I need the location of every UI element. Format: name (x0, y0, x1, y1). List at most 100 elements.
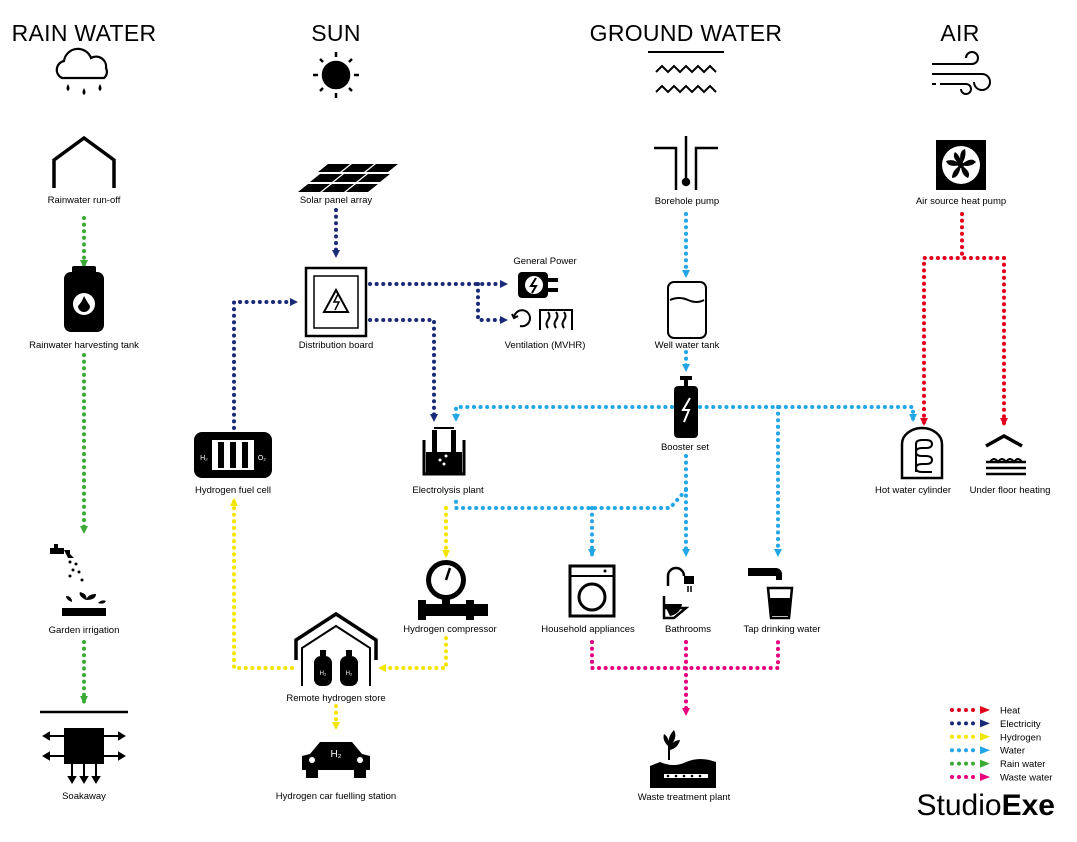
electrolysis-icon (422, 427, 466, 476)
brand-exe: Exe (1002, 789, 1055, 822)
label-solar-panel-array: Solar panel array (300, 195, 373, 206)
harvesting-tank-icon (64, 266, 104, 332)
legend-dot (950, 775, 954, 779)
bathroom-icon (662, 566, 694, 620)
header-rain-water: RAIN WATER (12, 20, 157, 46)
car-h2-label: H₂ (330, 749, 341, 760)
borehole-pump-icon (654, 136, 718, 190)
water-flow-lines (452, 212, 917, 557)
waste-water-flow-lines (590, 640, 780, 716)
legend-dot (957, 708, 961, 712)
legend-arrow (980, 759, 990, 768)
label-bathrooms: Bathrooms (665, 624, 711, 635)
legend-dot (957, 775, 961, 779)
hydrogen-car-icon: H₂ (302, 742, 370, 778)
label-hydrogen-car-fuelling-station: Hydrogen car fuelling station (276, 791, 396, 802)
fuel-cell-icon: H₂ O₂ (194, 432, 272, 478)
rain-cloud-icon (55, 47, 109, 95)
label-ventilation: Ventilation (MVHR) (505, 340, 586, 351)
legend-dot (971, 721, 975, 726)
label-remote-hydrogen-store: Remote hydrogen store (286, 693, 385, 704)
label-well-water-tank: Well water tank (655, 340, 720, 351)
soakaway-icon (40, 710, 128, 784)
label-soakaway: Soakaway (62, 791, 106, 802)
legend-arrow (980, 719, 990, 728)
electricity-flow-lines (232, 208, 508, 430)
legend-dot (964, 734, 968, 739)
legend-dot (957, 734, 961, 739)
legend-label: Waste water (1000, 773, 1052, 784)
legend-item-waste-water: Waste water (950, 773, 1052, 784)
studio-exe-logo: StudioExe (917, 789, 1055, 822)
label-borehole-pump: Borehole pump (655, 196, 719, 207)
legend-label: Rain water (1000, 759, 1045, 770)
legend-label: Electricity (1000, 719, 1041, 730)
legend-dot (950, 748, 954, 753)
header-ground-water: GROUND WATER (590, 20, 783, 46)
legend-dot (964, 708, 968, 712)
heat-flow-lines (920, 212, 1008, 426)
legend-dot (964, 761, 968, 766)
legend-dot (971, 734, 975, 739)
underfloor-heating-icon (985, 433, 1026, 476)
legend-dot (950, 708, 954, 712)
sun-icon (313, 52, 359, 98)
legend-arrow (980, 773, 990, 781)
legend-item-hydrogen: Hydrogen (950, 732, 1041, 743)
booster-set-icon (674, 376, 698, 438)
legend-item-water: Water (950, 746, 1025, 757)
store-tank-h2-label-right: H₂ (346, 671, 353, 677)
waste-treatment-icon (650, 730, 716, 788)
legend-dot (964, 775, 968, 779)
label-tap-drinking-water: Tap drinking water (743, 624, 820, 635)
legend-arrow (980, 706, 990, 714)
house-roof-icon (52, 135, 116, 188)
header-sun: SUN (311, 20, 360, 46)
ground-water-icon (648, 51, 724, 94)
legend-dot (971, 748, 975, 753)
legend-dot (957, 721, 961, 726)
hydrogen-store-icon: H₂ H₂ (294, 611, 378, 686)
label-hydrogen-fuel-cell: Hydrogen fuel cell (195, 485, 271, 496)
distribution-board-icon (304, 266, 368, 338)
legend-dot (971, 775, 975, 779)
label-garden-irrigation: Garden irrigation (49, 625, 120, 636)
label-hydrogen-compressor: Hydrogen compressor (403, 624, 496, 635)
label-rainwater-runoff: Rainwater run-off (48, 195, 121, 206)
legend-item-heat: Heat (950, 706, 1020, 717)
ventilation-icon (511, 309, 573, 330)
legend-label: Heat (1000, 706, 1020, 717)
heat-pump-fan-icon (936, 140, 986, 190)
label-rainwater-harvesting-tank: Rainwater harvesting tank (29, 340, 139, 351)
legend-dot (950, 761, 954, 766)
power-plug-icon (518, 272, 558, 298)
label-under-floor-heating: Under floor heating (970, 485, 1051, 496)
label-electrolysis-plant: Electrolysis plant (412, 485, 484, 496)
hydrogen-flow-lines (230, 498, 450, 730)
solar-panel-icon (298, 164, 398, 192)
label-hot-water-cylinder: Hot water cylinder (875, 485, 951, 496)
tap-glass-icon (748, 568, 794, 620)
well-water-tank-icon (667, 281, 707, 339)
fuel-cell-h2-label: H₂ (200, 455, 208, 462)
legend-dot (957, 748, 961, 753)
legend-dot (950, 734, 954, 739)
store-tank-h2-label-left: H₂ (320, 671, 327, 677)
label-general-power: General Power (513, 256, 576, 267)
label-air-source-heat-pump: Air source heat pump (916, 196, 1006, 207)
legend-item-rain-water: Rain water (950, 759, 1045, 770)
label-distribution-board: Distribution board (299, 340, 373, 351)
brand-studio: Studio (917, 789, 1002, 822)
label-booster-set: Booster set (661, 442, 709, 453)
header-air: AIR (940, 20, 979, 46)
legend-item-electricity: Electricity (950, 719, 1041, 730)
legend-dot (957, 761, 961, 766)
legend-dot (971, 708, 975, 712)
legend-label: Water (1000, 746, 1025, 757)
wind-icon (932, 51, 991, 95)
label-waste-treatment-plant: Waste treatment plant (638, 792, 731, 803)
legend-label: Hydrogen (1000, 732, 1041, 743)
legend-dot (964, 721, 968, 726)
washing-machine-icon (568, 564, 616, 618)
